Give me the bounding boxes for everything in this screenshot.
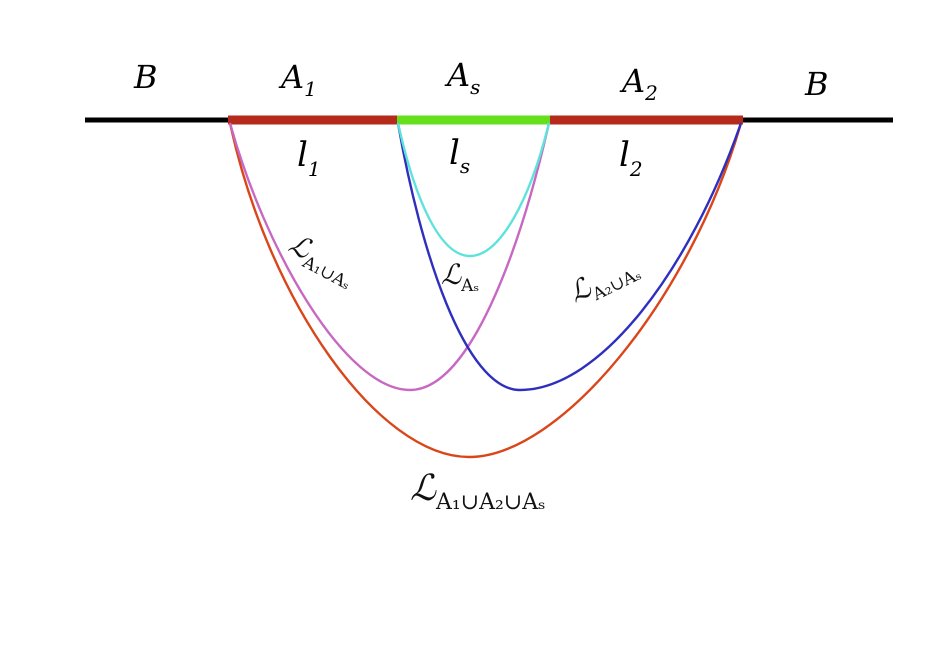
label-curve-a1-a2-as-script: ℒ (410, 468, 437, 509)
curve-a2-as (396, 122, 743, 392)
label-ls-base: l (449, 133, 460, 173)
label-curve-a1-a2-as: ℒA₁∪A₂∪Aₛ (410, 468, 546, 515)
label-a1: A1 (278, 58, 317, 101)
label-l1-base: l (297, 135, 308, 175)
label-curve-a1-as: ℒA₁∪Aₛ (281, 227, 362, 294)
label-as-base: A (444, 56, 470, 94)
label-a2: A2 (619, 62, 658, 105)
label-l2: l2 (619, 135, 643, 181)
label-ls-sub: s (460, 154, 470, 178)
label-curve-as-script: ℒ (441, 258, 462, 291)
label-b-left: B (133, 58, 158, 96)
label-l2-base: l (619, 135, 630, 175)
label-curve-a1-as-sub: A₁∪Aₛ (298, 252, 354, 294)
label-curve-a2-as: ℒA₂∪Aₛ (564, 248, 645, 314)
curve-a1-as (228, 122, 551, 392)
label-ls: ls (449, 133, 470, 178)
label-b-right: B (804, 65, 829, 103)
label-curve-a2-as-group: ℒA₂∪Aₛ (564, 248, 645, 314)
label-l1: l1 (297, 135, 321, 181)
label-a2-base: A (619, 62, 645, 100)
curve-as (396, 122, 551, 258)
label-curve-a2-as-sub: A₂∪Aₛ (589, 264, 645, 305)
label-l1-sub: 1 (308, 157, 321, 181)
label-l2-sub: 2 (629, 157, 643, 181)
label-curve-a1-as-group: ℒA₁∪Aₛ (281, 227, 362, 294)
label-as-sub: s (470, 75, 480, 99)
label-curve-as: ℒAₛ (441, 258, 479, 296)
label-a2-sub: 2 (644, 81, 658, 105)
label-curve-as-sub: Aₛ (460, 276, 479, 296)
label-as: As (444, 56, 480, 99)
label-a1-base: A (278, 58, 304, 96)
label-a1-sub: 1 (304, 77, 317, 101)
curve-a1-a2-as (228, 122, 743, 459)
label-curve-a1-a2-as-sub: A₁∪A₂∪Aₛ (435, 490, 546, 515)
